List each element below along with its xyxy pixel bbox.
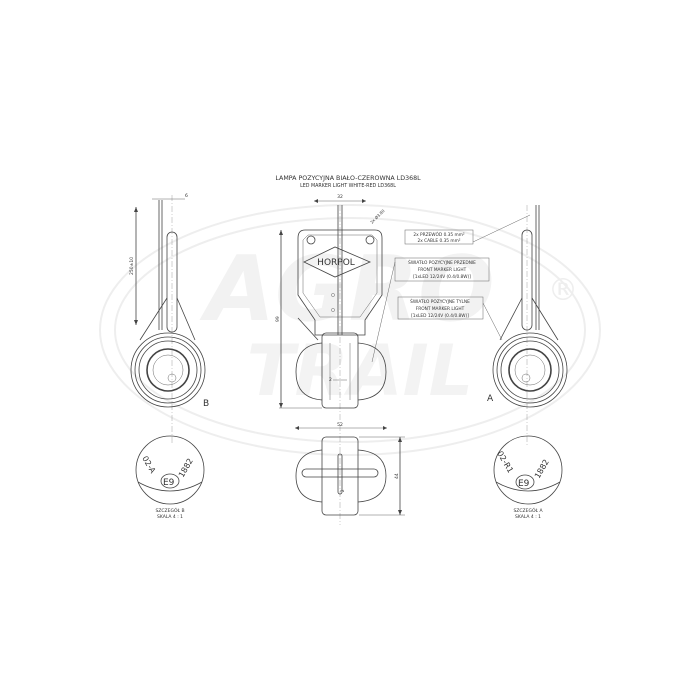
callout-rear-light: ŚWIATŁO POZYCYJNE TYLNE FRONT MARKER LIG… (397, 296, 503, 341)
view-label-b: B (203, 399, 209, 409)
detail-a-marking: 02-R1 (495, 450, 515, 475)
bottom-view: 52 44 2 (295, 422, 405, 516)
detail-a-number: 1882 (533, 458, 551, 480)
callout-front-line: FRONT MARKER LIGHT (418, 267, 467, 273)
callout-rear-line: [1xLED 12/24V (0.4/0.8W)] (411, 313, 469, 319)
dim-depth: 44 (394, 473, 400, 479)
drawing-subtitle: LED MARKER LIGHT WHITE-RED LD368L (300, 183, 396, 189)
watermark-text-top: AGRO (199, 237, 494, 342)
detail-a: 02-R1 E9 1882 SZCZEGÓŁ A SKALA 4 : 1 (493, 435, 563, 520)
dim-cable-offset: 6 (185, 193, 188, 199)
callout-cable: 2x PRZEWÓD 0.35 mm² 2x CABLE 0.35 mm² (404, 214, 531, 245)
detail-a-scale: SKALA 4 : 1 (515, 514, 541, 520)
dim-bottom-width: 52 (337, 422, 343, 428)
dim-bottom-gap: 2 (340, 489, 345, 492)
detail-a-caption: SZCZEGÓŁ A (513, 507, 543, 514)
watermark-registered: ® (548, 273, 578, 308)
dim-gap: 2 (329, 377, 332, 383)
detail-b-approval: E9 (163, 478, 175, 488)
detail-b-number: 1882 (177, 457, 195, 479)
watermark: AGRO TRAIL ® (99, 204, 601, 456)
brand-logo-text: HORPOL (317, 258, 355, 268)
callout-front-line: [1xLED 12/24V (0.4/0.8W)] (413, 274, 471, 280)
side-view-a: A (487, 205, 568, 445)
dim-cable-length: 250±10 (129, 257, 135, 275)
detail-b-scale: SKALA 4 : 1 (157, 514, 183, 520)
callout-rear-line: ŚWIATŁO POZYCYJNE TYLNE (410, 298, 470, 305)
dim-top-width: 32 (337, 194, 343, 200)
side-view-b: 250±10 6 B (129, 193, 209, 445)
watermark-text-bottom: TRAIL (247, 330, 473, 412)
callout-front-light: ŚWIATŁO POZYCYJNE PRZEDNIE FRONT MARKER … (371, 257, 490, 363)
dim-hole: 2x Ø3.80 (369, 208, 386, 225)
detail-b-marking: 02-A (140, 455, 157, 476)
callout-cable-line: 2x CABLE 0.35 mm² (417, 238, 460, 244)
dim-height: 99 (275, 316, 281, 322)
callout-front-line: ŚWIATŁO POZYCYJNE PRZEDNIE (408, 259, 476, 266)
detail-b-caption: SZCZEGÓŁ B (155, 507, 184, 514)
detail-a-approval: E9 (518, 479, 530, 489)
detail-b: 02-A E9 1882 SZCZEGÓŁ B SKALA 4 : 1 (135, 435, 205, 520)
callout-rear-line: FRONT MARKER LIGHT (416, 306, 465, 312)
view-label-a: A (487, 394, 494, 404)
callout-cable-line: 2x PRZEWÓD 0.35 mm² (413, 231, 464, 238)
drawing-title: LAMPA POZYCYJNA BIAŁO-CZEROWNA LD368L (275, 175, 421, 182)
